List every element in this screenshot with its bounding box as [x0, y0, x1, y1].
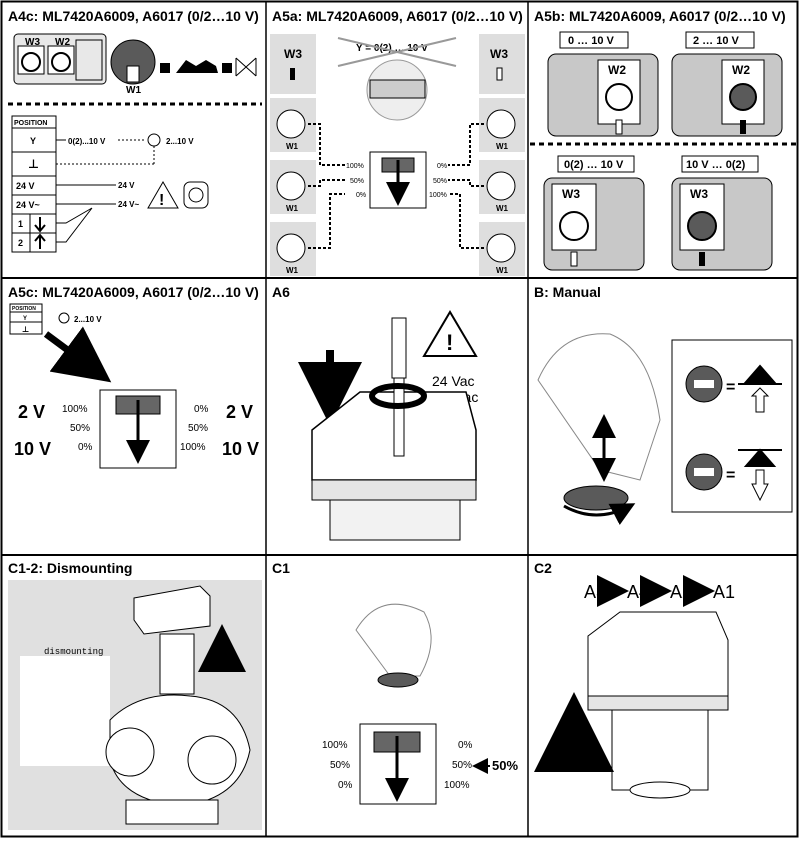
a5b-w2-a: W2 — [608, 63, 626, 77]
a4c-title: A4c: ML7420A6009, A6017 (0/2…10 V) — [8, 8, 259, 24]
a4c-w1-knob — [110, 39, 156, 85]
a5a-w3-left: W3 — [284, 47, 302, 61]
svg-text:⊥: ⊥ — [22, 325, 29, 334]
a6-screwdriver — [391, 317, 407, 379]
c1-arrow-label: 50% — [492, 758, 518, 773]
panel-a6: A6 ! 24 Vac 230 Vac — [272, 284, 478, 541]
a5c-left-bottom: 10 V — [14, 439, 51, 459]
a5a-p0: 0% — [356, 192, 366, 199]
panel-a5c: A5c: ML7420A6009, A6017 (0/2…10 V) POSIT… — [8, 284, 259, 469]
a5a-w1-d: W1 — [496, 142, 509, 151]
svg-text:!: ! — [159, 192, 164, 209]
a4c-meter: 2...10 V — [166, 137, 194, 146]
a4c-manual-icon — [183, 181, 209, 209]
a5c-meter: 2...10 V — [74, 315, 102, 324]
c12-label: dismounting — [44, 647, 103, 657]
a4c-v24d: 24 V~ — [118, 200, 139, 209]
a5b-box3: 0(2) … 10 V — [564, 159, 624, 171]
a5c-title: A5c: ML7420A6009, A6017 (0/2…10 V) — [8, 284, 259, 300]
a4c-signal: 0(2)...10 V — [68, 137, 106, 146]
a5c-p100: 100% — [62, 404, 88, 415]
a5c-position: POSITION — [12, 306, 36, 312]
c2-seq-1: A4 — [627, 582, 649, 602]
a5c-q100: 100% — [180, 442, 206, 453]
a5a-w1-e: W1 — [496, 204, 509, 213]
panel-a5a: A5a: ML7420A6009, A6017 (0/2…10 V) W3 W3… — [270, 8, 525, 276]
a4c-r1: 1 — [18, 219, 23, 229]
a6-warning-icon — [422, 310, 478, 357]
a4c-y: Y — [30, 136, 36, 146]
a5a-q0: 0% — [437, 163, 447, 170]
panel-c1-2-dismounting: C1-2: Dismounting dismounting — [8, 560, 262, 830]
a5c-right-top: 2 V — [226, 402, 253, 422]
c1-title: C1 — [272, 560, 290, 576]
a4c-position: POSITION — [14, 120, 47, 127]
a4c-w1-label: W1 — [126, 85, 141, 96]
a5c-right-bottom: 10 V — [222, 439, 259, 459]
panel-c2: C2 A3 A4 A2 A1 — [534, 560, 735, 799]
a5a-w1-a: W1 — [286, 142, 299, 151]
a5c-p0: 0% — [78, 442, 93, 453]
c1-p0: 0% — [338, 780, 353, 791]
a5b-box1: 0 … 10 V — [568, 35, 615, 47]
a4c-ground: ⊥ — [28, 157, 39, 171]
a6-v1: 24 Vac — [432, 373, 475, 389]
a4c-r2: 2 — [18, 238, 23, 248]
a4c-w2-label: W2 — [55, 37, 70, 48]
a5c-q50: 50% — [188, 423, 208, 434]
a5c-q0: 0% — [194, 404, 209, 415]
c12-title: C1-2: Dismounting — [8, 560, 132, 576]
a5a-w1-c: W1 — [286, 266, 299, 275]
a5a-yeq: Y = 0(2) … 10 V — [356, 43, 428, 54]
a6-title: A6 — [272, 284, 290, 300]
a5c-y: Y — [23, 316, 27, 322]
c1-q50: 50% — [452, 760, 472, 771]
c2-seq-3: A1 — [713, 582, 735, 602]
svg-text:=: = — [726, 379, 735, 396]
a5a-w1-b: W1 — [286, 204, 299, 213]
a5c-p50: 50% — [70, 423, 90, 434]
panel-c1: C1 100% 50% 0% 0% 50% 100% 50% — [272, 560, 518, 805]
c2-seq-2: A2 — [670, 582, 692, 602]
c1-p50: 50% — [330, 760, 350, 771]
c1-q100: 100% — [444, 780, 470, 791]
a5b-title: A5b: ML7420A6009, A6017 (0/2…10 V) — [534, 8, 786, 24]
svg-text:=: = — [726, 467, 735, 484]
a5a-p50: 50% — [350, 178, 364, 185]
a4c-v24c: 24 V — [118, 181, 135, 190]
a5a-w1-f: W1 — [496, 266, 509, 275]
a4c-v24b: 24 V~ — [16, 200, 40, 210]
b-title: B: Manual — [534, 284, 601, 300]
a5b-w3-b: W3 — [690, 187, 708, 201]
a5c-left-top: 2 V — [18, 402, 45, 422]
a5a-title: A5a: ML7420A6009, A6017 (0/2…10 V) — [272, 8, 523, 24]
c1-q0: 0% — [458, 740, 473, 751]
a4c-w3-label: W3 — [25, 37, 40, 48]
a4c-warning-icon — [147, 180, 179, 209]
c2-seq-0: A3 — [584, 582, 606, 602]
c2-title: C2 — [534, 560, 552, 576]
a5b-w2-b: W2 — [732, 63, 750, 77]
a5b-box2: 2 … 10 V — [693, 35, 740, 47]
a5a-q100: 100% — [429, 192, 447, 199]
a5a-p100: 100% — [346, 163, 364, 170]
a5b-w3-a: W3 — [562, 187, 580, 201]
panel-b-manual: B: Manual = = — [534, 284, 793, 526]
a5b-box4: 10 V … 0(2) — [686, 159, 746, 171]
panel-a4c: A4c: ML7420A6009, A6017 (0/2…10 V) W3 W2… — [8, 8, 262, 253]
svg-text:!: ! — [446, 330, 453, 355]
a5a-w3-right: W3 — [490, 47, 508, 61]
panel-a5b: A5b: ML7420A6009, A6017 (0/2…10 V) 0 … 1… — [530, 8, 797, 271]
a5a-q50: 50% — [433, 178, 447, 185]
a4c-v24a: 24 V — [16, 181, 35, 191]
c1-p100: 100% — [322, 740, 348, 751]
